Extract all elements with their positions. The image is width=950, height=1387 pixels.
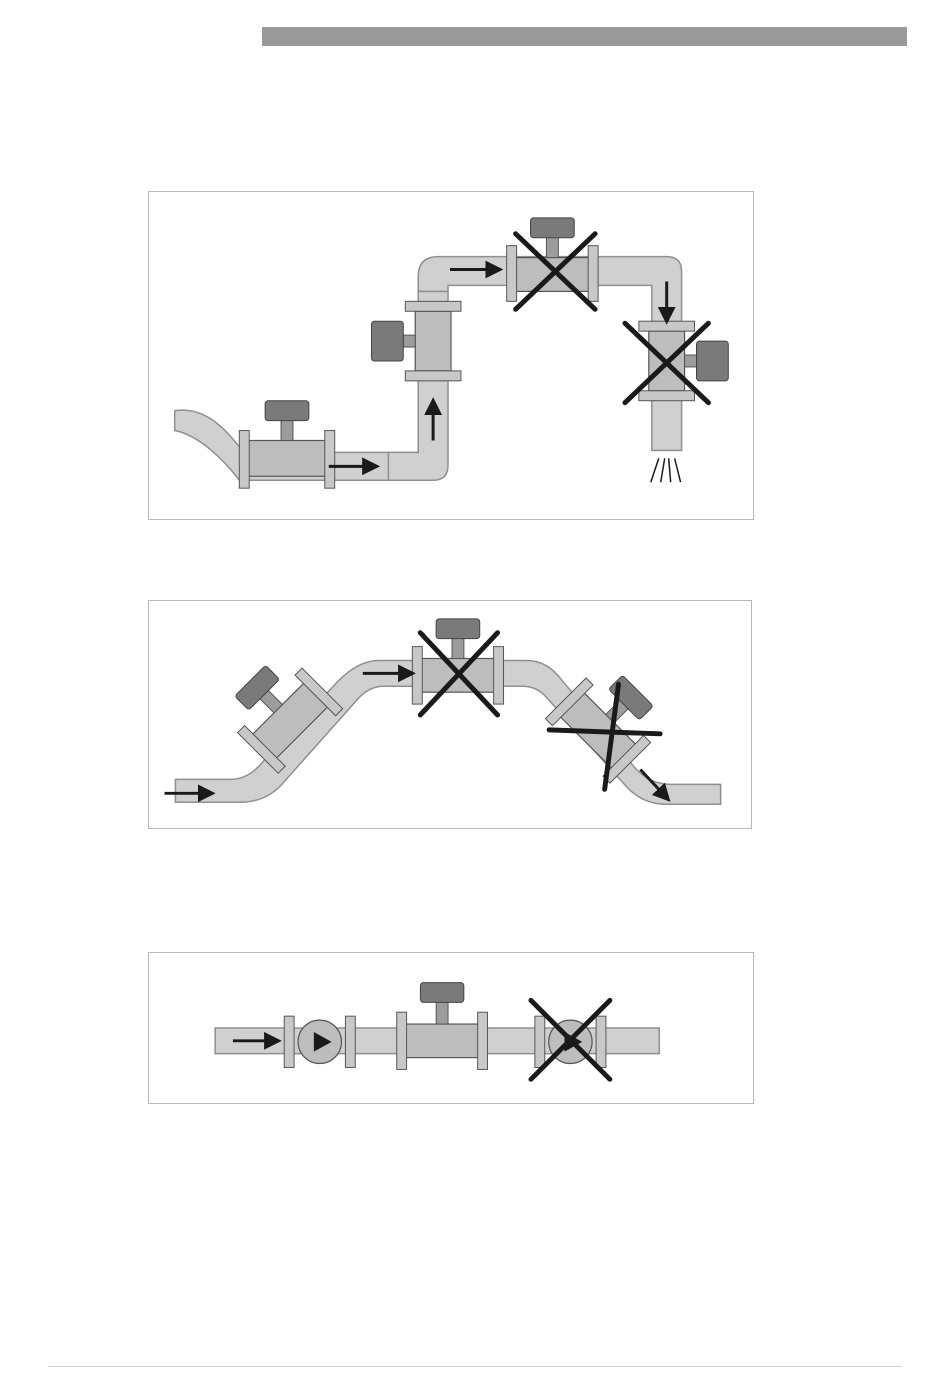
flowmeter-icon — [639, 321, 728, 401]
flowmeter-icon — [412, 619, 503, 704]
flow-arrow-icon — [329, 270, 667, 467]
footer-rule — [48, 1366, 902, 1367]
outlet-spray-icon — [651, 458, 681, 482]
header-bar — [262, 27, 907, 46]
figure-1-drawing — [149, 192, 753, 519]
figure-pump-installation — [148, 952, 754, 1104]
flowmeter-icon — [218, 648, 343, 773]
flowmeter-icon — [239, 401, 334, 488]
figure-sloped-pipe-installation — [148, 600, 752, 829]
flowmeter-icon — [371, 301, 460, 381]
flowmeter-icon — [397, 983, 488, 1070]
flowmeter-icon — [507, 218, 598, 301]
figure-2-drawing — [149, 601, 751, 828]
figure-3-drawing — [149, 953, 753, 1103]
figure-vertical-pipe-installation — [148, 191, 754, 520]
